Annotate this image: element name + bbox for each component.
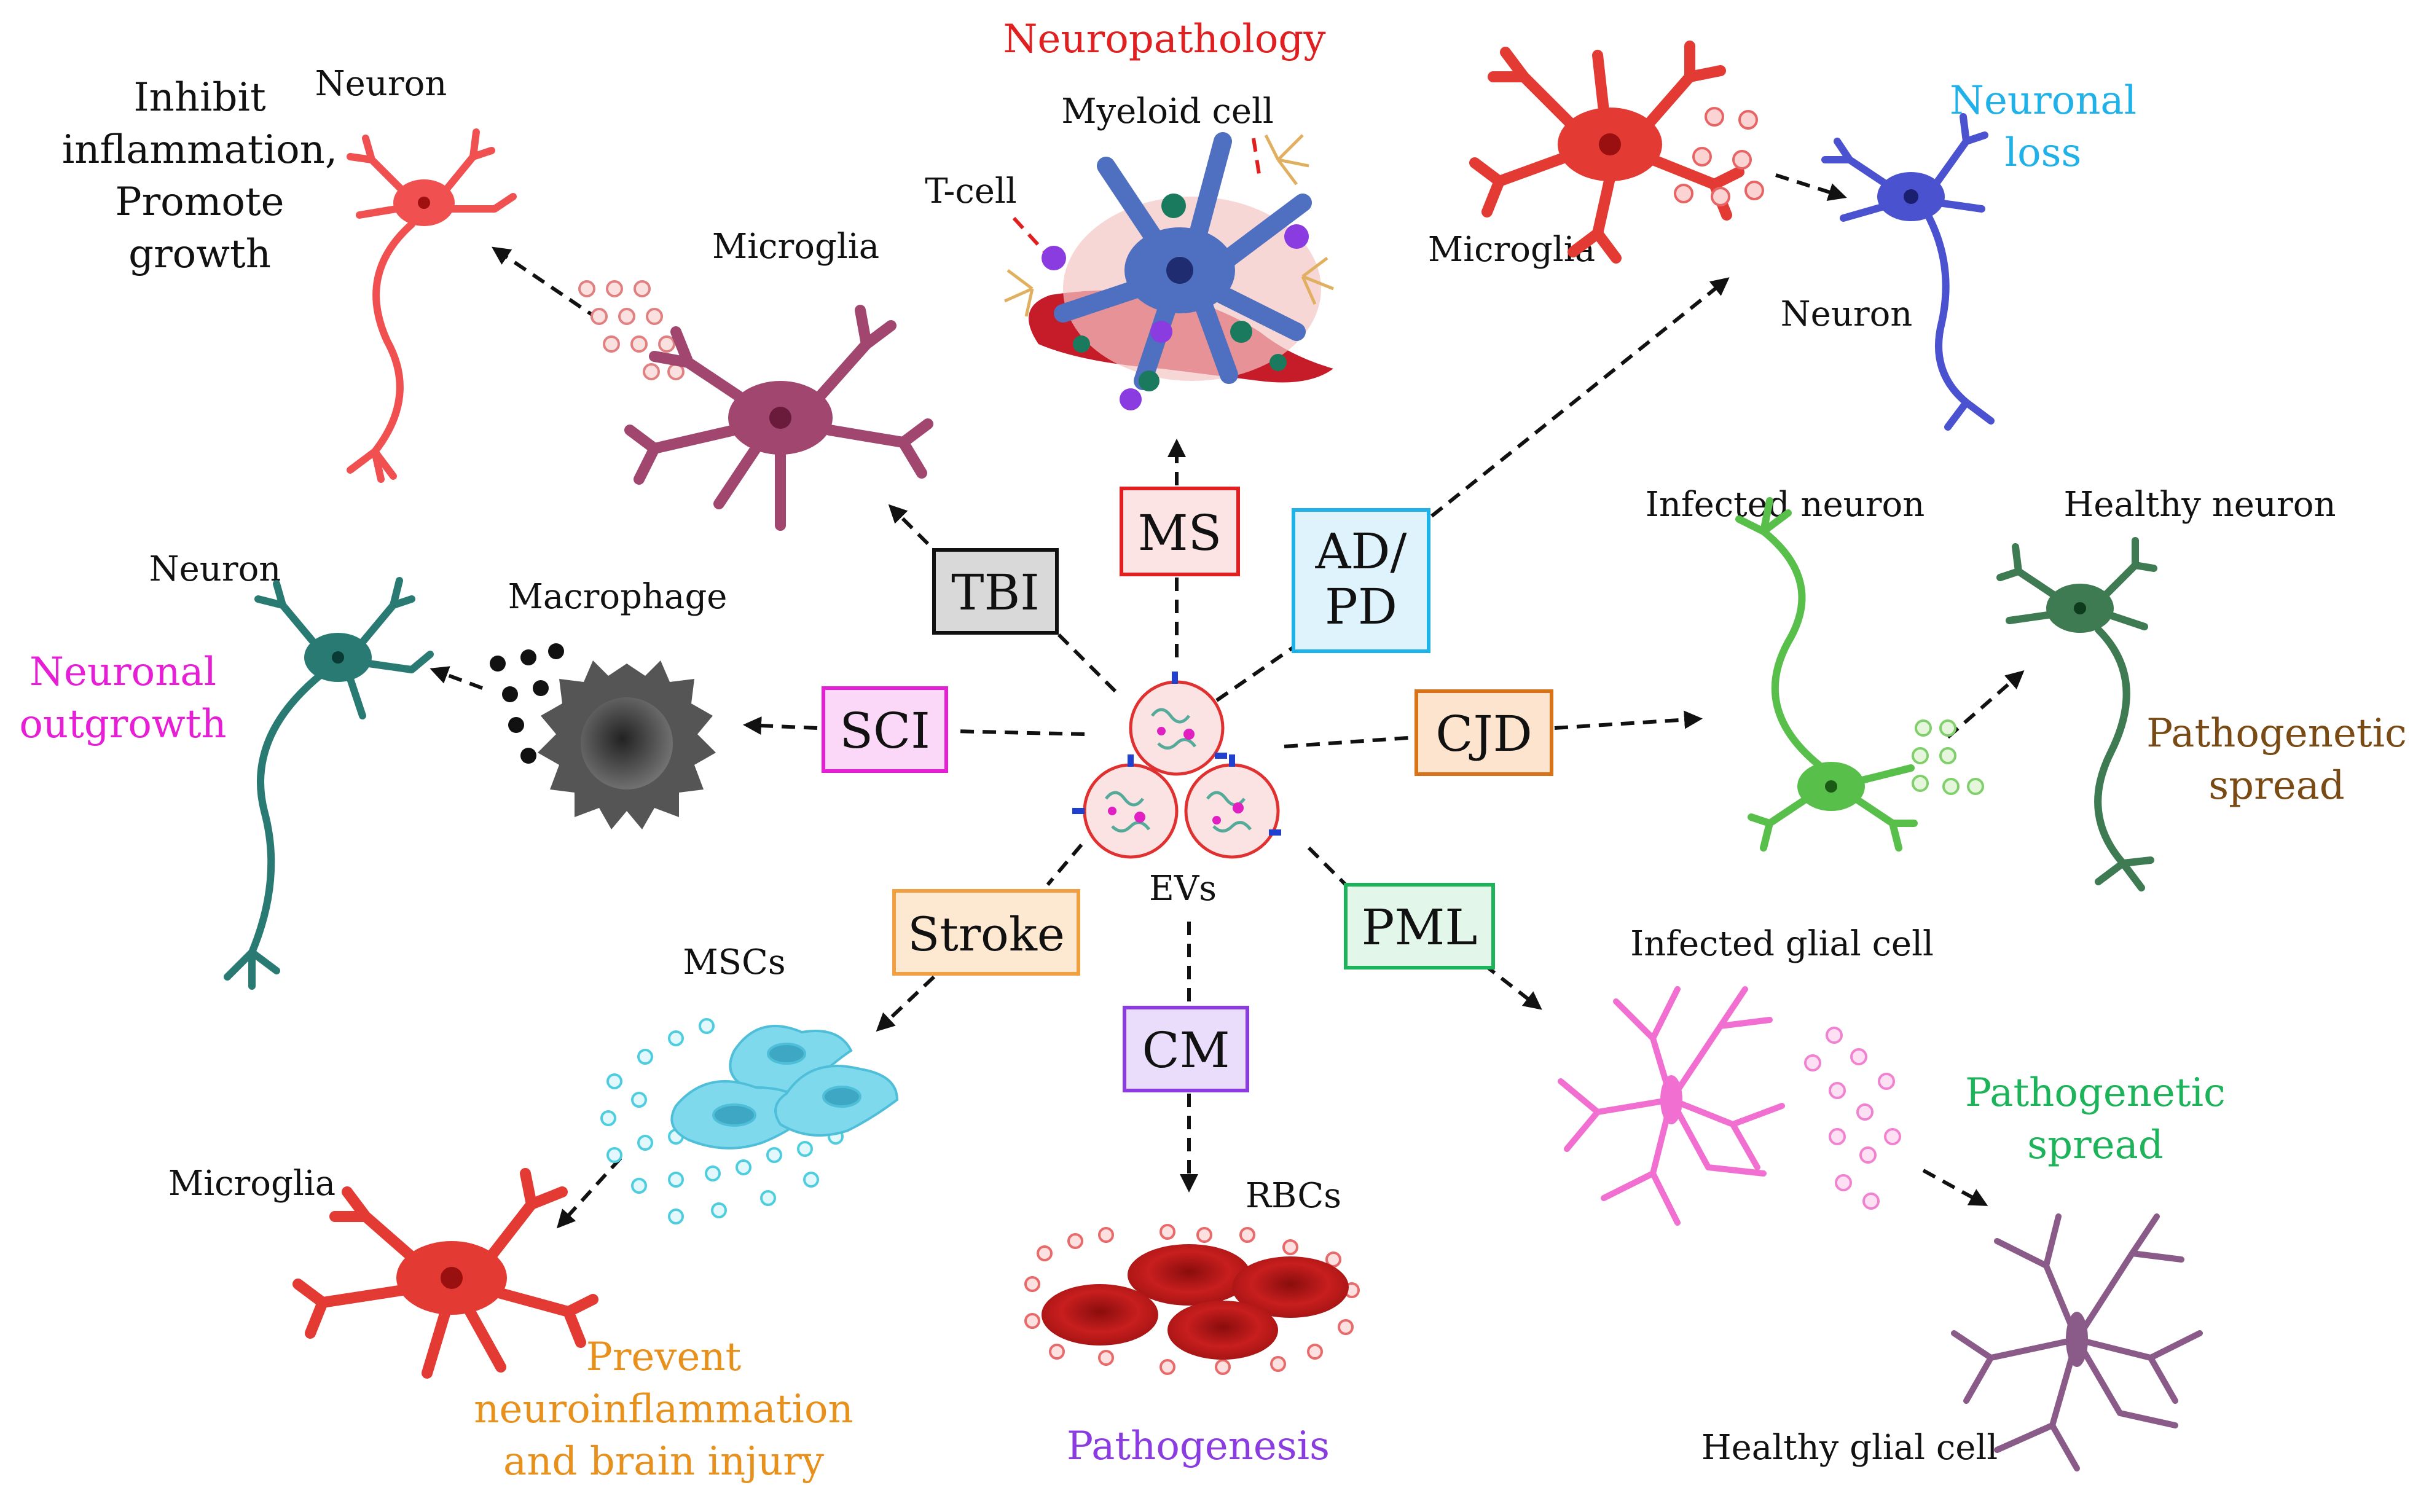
- connector-lines: [430, 138, 2025, 1229]
- cjd-outcome-line2: spread: [2208, 763, 2344, 809]
- ev-particles: [600, 1018, 844, 1224]
- disease-box-sci[interactable]: SCI: [822, 686, 948, 773]
- disease-label-sci: SCI: [839, 702, 930, 759]
- stroke-panel: MSCs Microglia Prevent neuroinflammation…: [168, 942, 899, 1484]
- msc-cell: [670, 1025, 899, 1150]
- disease-label-ad: AD/: [1315, 523, 1407, 580]
- ad-neuron-label: Neuron: [1781, 294, 1913, 334]
- cjd-healthy-label: Healthy neuron: [2063, 485, 2336, 525]
- cjd-outcome-line1: Pathogenetic: [2146, 711, 2407, 756]
- pml-outcome-line1: Pathogenetic: [1965, 1070, 2226, 1116]
- ms-outcome-label: Neuropathology: [1003, 17, 1326, 62]
- tbi-outcome-line4: growth: [128, 232, 271, 277]
- ev-vesicle: [1184, 754, 1281, 859]
- tbi-neuron-label: Neuron: [315, 64, 447, 104]
- disease-label-stroke: Stroke: [908, 907, 1065, 962]
- sci-outcome-line2: outgrowth: [19, 702, 226, 747]
- disease-label-pd: PD: [1325, 578, 1397, 635]
- ev-vesicle: [1072, 754, 1179, 859]
- myeloid-cell-label: Myeloid cell: [1061, 92, 1274, 131]
- glial-cell-healthy: [1951, 1213, 2203, 1471]
- microglia-red-stroke: [292, 1168, 598, 1379]
- pml-infected-label: Infected glial cell: [1630, 924, 1934, 964]
- ad-microglia-label: Microglia: [1428, 230, 1595, 270]
- disease-box-cjd[interactable]: CJD: [1415, 689, 1553, 776]
- rbc: [1042, 1284, 1158, 1346]
- disease-box-pml[interactable]: PML: [1344, 883, 1495, 969]
- disease-box-ms[interactable]: MS: [1120, 487, 1240, 576]
- ev-cluster: EVs: [1072, 672, 1281, 909]
- disease-label-ms: MS: [1138, 504, 1222, 562]
- rbc: [1128, 1244, 1250, 1306]
- disease-box-tbi[interactable]: TBI: [932, 548, 1059, 635]
- tbi-outcome-line2: inflammation,: [62, 127, 337, 173]
- glial-body: [2066, 1312, 2088, 1367]
- rbc: [1167, 1301, 1278, 1360]
- disease-label-tbi: TBI: [951, 564, 1040, 621]
- ev-particles: [1912, 719, 1984, 795]
- ad-outcome-line2: loss: [2005, 130, 2082, 176]
- tbi-panel: Inhibit inflammation, Promote growth Neu…: [62, 64, 933, 531]
- rbc: [1232, 1256, 1349, 1318]
- ev-label: EVs: [1149, 869, 1217, 909]
- stroke-outcome-line3: and brain injury: [503, 1439, 824, 1484]
- ad-outcome-line1: Neuronal: [1950, 78, 2137, 123]
- cm-outcome-label: Pathogenesis: [1067, 1424, 1330, 1469]
- stroke-outcome-line2: neuroinflammation: [474, 1387, 853, 1432]
- stroke-outcome-line1: Prevent: [586, 1334, 742, 1380]
- t-cell-label: T-cell: [925, 171, 1016, 211]
- macrophage: [538, 660, 716, 829]
- ev-particles: [1804, 1027, 1901, 1210]
- cjd-panel: Infected neuron Healthy neuron Pathogene…: [1646, 485, 2407, 891]
- cm-rbcs-label: RBCs: [1246, 1176, 1341, 1216]
- sci-outcome-line1: Neuronal: [29, 649, 216, 695]
- disease-box-cm[interactable]: CM: [1123, 1006, 1249, 1092]
- sci-macrophage-label: Macrophage: [508, 577, 728, 617]
- ev-particles: [1674, 107, 1764, 206]
- disease-box-ad-pd[interactable]: AD/ PD: [1292, 508, 1430, 653]
- microglia-mauve: [624, 305, 933, 531]
- tbi-microglia-label: Microglia: [712, 227, 879, 267]
- sci-panel: Neuron Macrophage Neuronal outgrowth: [19, 549, 728, 990]
- disease-label-cm: CM: [1142, 1022, 1230, 1079]
- disease-label-cjd: CJD: [1435, 705, 1532, 762]
- cm-panel: RBCs Pathogenesis: [1024, 1176, 1360, 1469]
- stroke-microglia-label: Microglia: [168, 1164, 335, 1204]
- ev-particles: [1024, 1224, 1360, 1375]
- ad-pd-panel: Microglia Neuron Neuronal loss: [1428, 41, 2137, 431]
- neuron-green-healthy: [1996, 537, 2157, 891]
- ev-particles: [578, 280, 685, 380]
- disease-box-stroke[interactable]: Stroke: [892, 889, 1080, 976]
- glial-body: [1660, 1075, 1682, 1124]
- glial-cell-infected: [1558, 986, 1785, 1226]
- pml-healthy-label: Healthy glial cell: [1701, 1428, 1998, 1468]
- neuron-blue: [1821, 113, 1995, 431]
- neuron-green-infected: [1735, 497, 1918, 852]
- pml-outcome-line2: spread: [2027, 1122, 2163, 1168]
- ev-particles: [490, 643, 564, 764]
- microglia-red: [1469, 41, 1744, 264]
- neuropathology-illustration: [1003, 132, 1334, 410]
- disease-label-pml: PML: [1362, 899, 1478, 956]
- tbi-outcome-line3: Promote: [116, 179, 284, 225]
- neuron-red-tbi: [347, 128, 517, 483]
- pml-panel: Infected glial cell Healthy glial cell P…: [1558, 924, 2226, 1471]
- sci-neuron-label: Neuron: [149, 549, 281, 589]
- ms-panel: Neuropathology Myeloid cell T-cell: [925, 17, 1334, 410]
- neuron-teal: [224, 577, 434, 990]
- ev-vesicle: [1129, 672, 1227, 776]
- stroke-mscs-label: MSCs: [683, 942, 785, 982]
- tbi-outcome-line1: Inhibit: [133, 75, 266, 120]
